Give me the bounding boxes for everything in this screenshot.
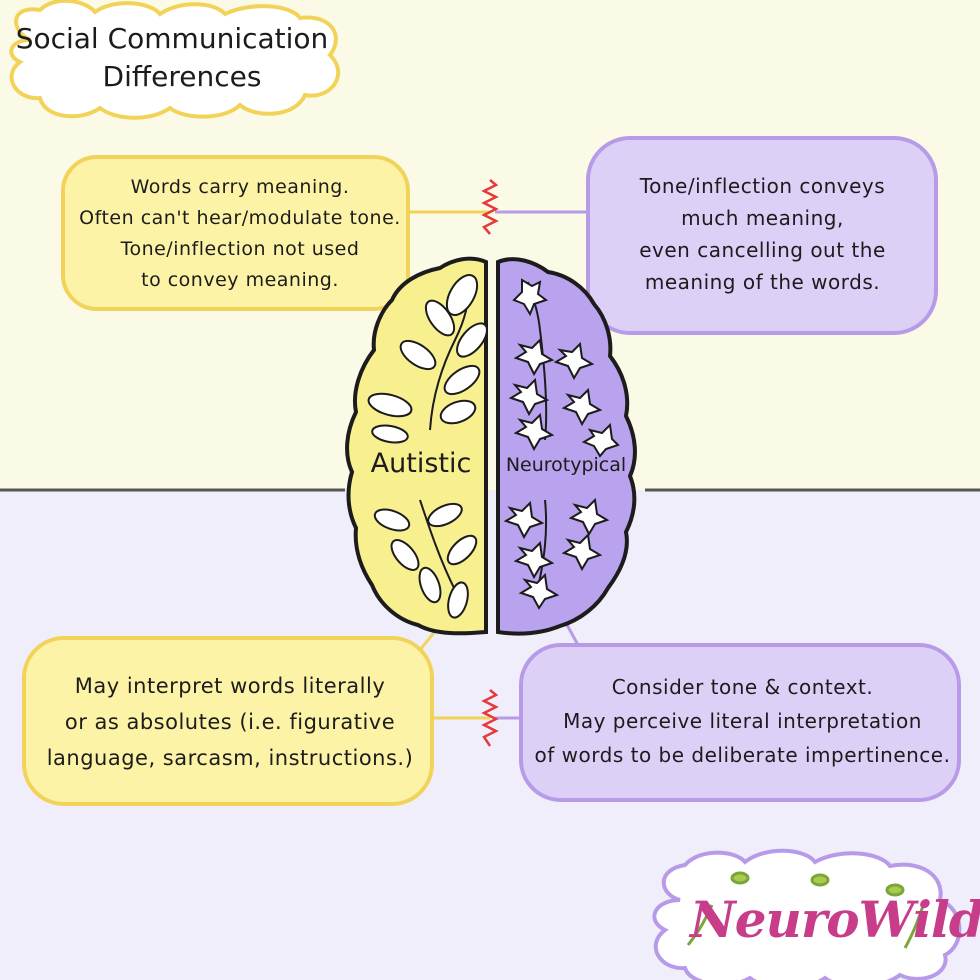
- zigzag-bottom: [481, 689, 499, 747]
- box-bottom-right: [519, 643, 961, 802]
- brain-left-hemisphere: [345, 256, 488, 636]
- neurowild-logo: NeuroWild: [690, 890, 980, 949]
- text-line: much meaning,: [681, 206, 844, 230]
- zigzag-top: [481, 179, 499, 235]
- text-line: to convey meaning.: [141, 269, 339, 291]
- neurotypical-tone-text: Tone/inflection conveys much meaning, ev…: [590, 170, 935, 298]
- page-title: Social Communication Differences: [12, 20, 332, 96]
- brain-label-neurotypical: Neurotypical: [505, 454, 627, 476]
- text-line: even cancelling out the: [639, 238, 886, 262]
- box-bottom-left: [22, 636, 434, 806]
- box-top-right: [586, 136, 938, 335]
- text-line: Words carry meaning.: [130, 176, 350, 198]
- text-line: or as absolutes (i.e. figurative: [64, 710, 396, 734]
- logo-vine-decoration: [686, 871, 927, 949]
- text-line: May interpret words literally: [74, 674, 386, 698]
- neurotypical-context-text: Consider tone & context. May perceive li…: [525, 670, 960, 772]
- text-line: Often can't hear/modulate tone.: [79, 207, 401, 229]
- text-line: of words to be deliberate impertinence.: [534, 743, 951, 767]
- title-line-1: Social Communication: [15, 22, 329, 55]
- leaf-decoration-right: [503, 278, 620, 610]
- text-line: May perceive literal interpretation: [563, 709, 922, 733]
- box-top-left: [61, 155, 410, 311]
- title-cloud: [9, 0, 341, 120]
- title-line-2: Differences: [102, 60, 262, 93]
- text-line: Tone/inflection conveys: [639, 174, 886, 198]
- text-line: Tone/inflection not used: [120, 238, 360, 260]
- text-line: Consider tone & context.: [611, 675, 874, 699]
- logo-cloud: [652, 848, 962, 980]
- autistic-tone-text: Words carry meaning. Often can't hear/mo…: [70, 172, 410, 296]
- leaf-decoration-left: [367, 274, 488, 619]
- text-line: language, sarcasm, instructions.): [46, 746, 414, 770]
- autistic-literal-text: May interpret words literally or as abso…: [30, 668, 430, 776]
- brain-label-autistic: Autistic: [370, 448, 472, 479]
- text-line: meaning of the words.: [644, 270, 881, 294]
